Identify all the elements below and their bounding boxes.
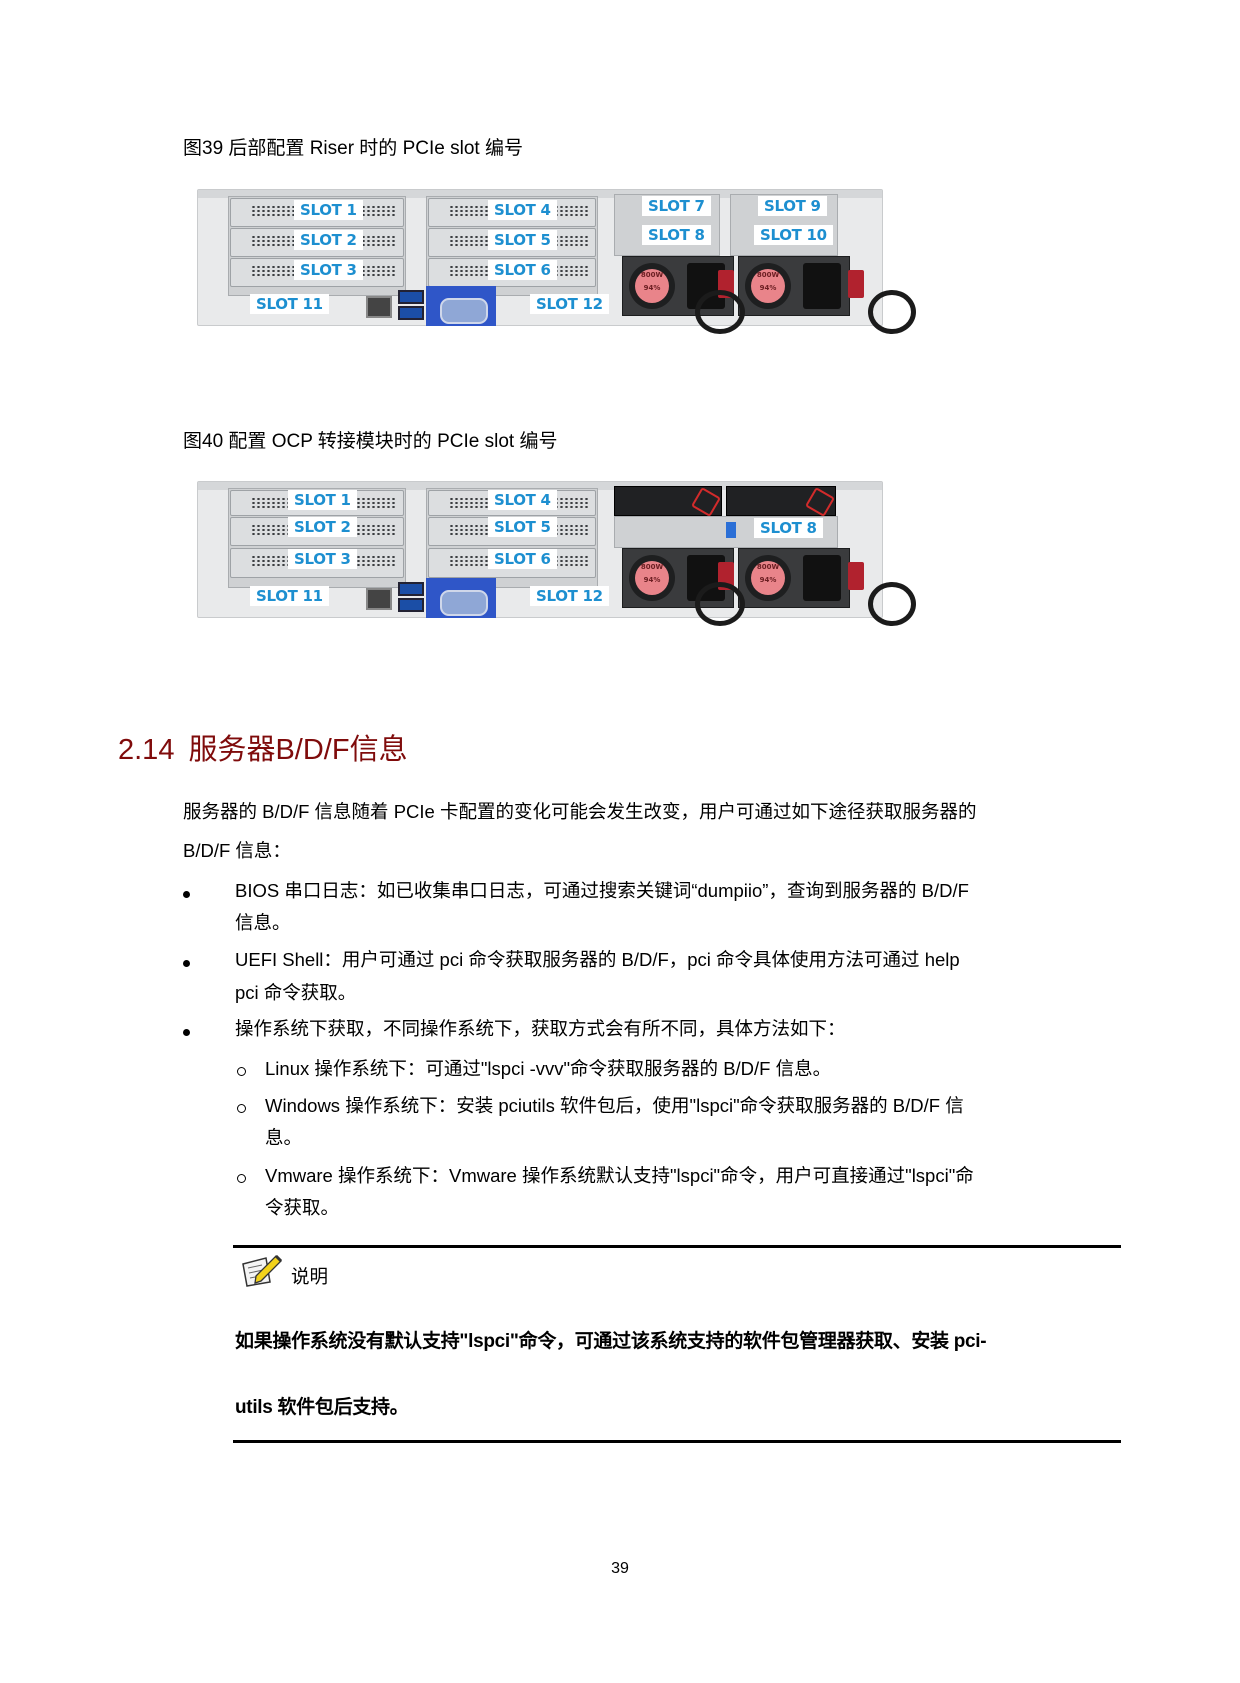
intro-line-2: B/D/F 信息： (183, 840, 291, 861)
bullet-2-line-1: UEFI Shell：用户可通过 pci 命令获取服务器的 B/D/F，pci … (235, 949, 960, 970)
sub-bullet-linux: Linux 操作系统下：可通过"lspci -vvv"命令获取服务器的 B/D/… (265, 1058, 832, 1079)
slot-12-label: SLOT 12 (530, 586, 609, 606)
note-line-1: 如果操作系统没有默认支持"lspci"命令，可通过该系统支持的软件包管理器获取、… (235, 1331, 987, 1352)
slot-2-label: SLOT 2 (294, 230, 363, 250)
slot-9-label: SLOT 9 (758, 196, 827, 216)
note-bottom-rule (233, 1440, 1121, 1443)
bullet-1-line-1: BIOS 串口日志：如已收集串口日志，可通过搜索关键词“dumpiio”，查询到… (235, 880, 969, 901)
slot-1-label: SLOT 1 (294, 200, 363, 220)
sub-bullet-windows-line-1: Windows 操作系统下：安装 pciutils 软件包后，使用"lspci"… (265, 1095, 964, 1116)
slot-8-label: SLOT 8 (754, 518, 823, 538)
psu-2-watt: 800W (756, 563, 780, 571)
section-heading: 2.14 服务器B/D/F信息 (118, 726, 408, 768)
slot-7-label: SLOT 7 (642, 196, 711, 216)
bullet-3-line-1: 操作系统下获取，不同操作系统下，获取方式会有所不同，具体方法如下： (235, 1018, 846, 1039)
psu-1-eff: 94% (643, 576, 661, 584)
note-title: 说明 (291, 1266, 329, 1287)
slot-1-label: SLOT 1 (288, 490, 357, 510)
sub-bullet-icon (237, 1174, 246, 1183)
bullet-1-line-2: 信息。 (235, 912, 291, 933)
psu-2-watt: 800W (756, 271, 780, 279)
sub-bullet-icon (237, 1104, 246, 1113)
note-top-rule (233, 1245, 1121, 1248)
slot-10-label: SLOT 10 (754, 225, 833, 245)
bullet-icon (183, 1029, 190, 1036)
slot-2-label: SLOT 2 (288, 517, 357, 537)
slot-5-label: SLOT 5 (488, 230, 557, 250)
slot-12-label: SLOT 12 (530, 294, 609, 314)
slot-8-label: SLOT 8 (642, 225, 711, 245)
figure-40-server-rear-image: SLOT 1 SLOT 2 SLOT 3 SLOT 4 SLOT 5 SLOT … (197, 481, 883, 618)
slot-11-label: SLOT 11 (250, 294, 329, 314)
figure-39-caption: 图39 后部配置 Riser 时的 PCIe slot 编号 (183, 138, 523, 159)
slot-3-label: SLOT 3 (288, 549, 357, 569)
intro-line-1: 服务器的 B/D/F 信息随着 PCIe 卡配置的变化可能会发生改变，用户可通过… (183, 801, 977, 822)
psu-1-eff: 94% (643, 284, 661, 292)
slot-3-label: SLOT 3 (294, 260, 363, 280)
slot-11-label: SLOT 11 (250, 586, 329, 606)
sub-bullet-icon (237, 1067, 246, 1076)
sub-bullet-vmware-line-1: Vmware 操作系统下：Vmware 操作系统默认支持"lspci"命令，用户… (265, 1165, 974, 1186)
slot-5-label: SLOT 5 (488, 517, 557, 537)
slot-6-label: SLOT 6 (488, 549, 557, 569)
note-line-2: utils 软件包后支持。 (235, 1397, 409, 1418)
bullet-icon (183, 960, 190, 967)
psu-2-eff: 94% (759, 284, 777, 292)
figure-39-server-rear-image: SLOT 1 SLOT 2 SLOT 3 SLOT 4 SLOT 5 SLOT … (197, 189, 883, 326)
psu-1-watt: 800W (640, 271, 664, 279)
section-title: 服务器B/D/F信息 (188, 734, 408, 766)
slot-4-label: SLOT 4 (488, 200, 557, 220)
psu-1-watt: 800W (640, 563, 664, 571)
slot-4-label: SLOT 4 (488, 490, 557, 510)
bullet-2-line-2: pci 命令获取。 (235, 982, 357, 1003)
note-pencil-icon (240, 1252, 284, 1288)
sub-bullet-windows-line-2: 息。 (265, 1127, 303, 1148)
sub-bullet-vmware-line-2: 令获取。 (265, 1197, 340, 1218)
figure-40-caption: 图40 配置 OCP 转接模块时的 PCIe slot 编号 (183, 431, 558, 452)
section-number: 2.14 (118, 734, 175, 766)
bullet-icon (183, 891, 190, 898)
slot-6-label: SLOT 6 (488, 260, 557, 280)
page-number: 39 (611, 1560, 629, 1577)
psu-2-eff: 94% (759, 576, 777, 584)
